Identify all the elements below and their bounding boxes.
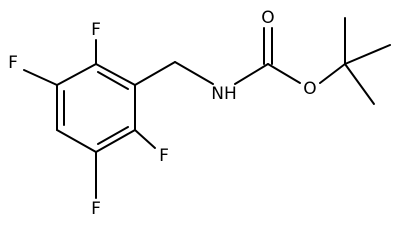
- atom-o-ester: O: [303, 79, 316, 99]
- atom-o-carbonyl: O: [261, 8, 274, 28]
- atom-f-right: F: [159, 146, 169, 166]
- ring-double-bond-bottom: [97, 126, 129, 145]
- bond-ring-f-left: [23, 69, 58, 86]
- molecule-structure: F F F F NH O O: [8, 8, 391, 219]
- atom-f-bottom: F: [91, 199, 101, 219]
- bonds: [23, 17, 391, 199]
- atom-labels: F F F F NH O O: [8, 8, 317, 219]
- bond-ch2-nh: [174, 61, 214, 85]
- bond-nh-carbonyl: [234, 63, 269, 85]
- atom-nh: NH: [211, 84, 237, 104]
- bond-ring-f-right: [134, 129, 156, 149]
- bond-carbonyl-ester-o: [267, 63, 301, 84]
- atom-f-top: F: [91, 20, 101, 40]
- atom-f-left: F: [8, 53, 18, 73]
- ring-bond-top-left: [56, 63, 97, 86]
- ring-bond-bottom-left: [56, 129, 97, 153]
- bond-tbu-methyl-bottom: [344, 63, 375, 105]
- bond-ring-ch2: [134, 61, 176, 86]
- ring-double-bond-top-right: [97, 71, 129, 90]
- bond-tbu-methyl-right: [344, 44, 391, 65]
- ring-bond-top-right: [95, 63, 136, 86]
- ring-bond-bottom-right: [95, 129, 136, 153]
- bond-ester-o-tbu: [319, 63, 346, 84]
